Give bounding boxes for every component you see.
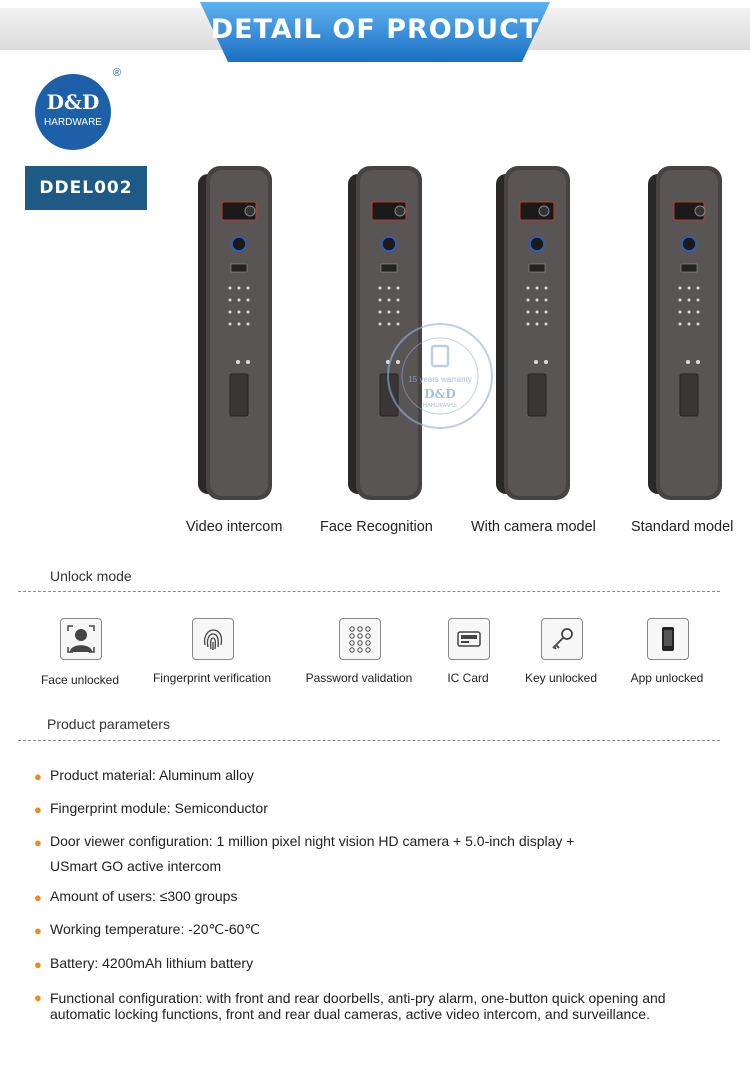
header-ribbon (200, 2, 550, 62)
divider (18, 591, 720, 592)
unlock-mode-label: Face unlocked (40, 673, 120, 687)
param-item: ●Functional configuration: with front an… (34, 990, 666, 1022)
face-icon (60, 618, 102, 660)
unlock-mode-label: App unlocked (630, 671, 704, 685)
unlock-mode-label: Password validation (305, 671, 413, 685)
unlock-mode-heading: Unlock mode (50, 568, 132, 584)
unlock-mode-label: Key unlocked (524, 671, 598, 685)
lock-label: With camera model (471, 519, 596, 535)
lock-image-camera (494, 166, 574, 502)
svg-text:D&D: D&D (424, 387, 456, 401)
watermark-seal: 15 years warranty D&D HARDWARE (387, 323, 493, 429)
model-tag: DDEL002 (25, 166, 147, 210)
page-title: DETAIL OF PRODUCT (210, 14, 540, 45)
card-icon (448, 618, 490, 660)
lock-image-video (196, 166, 276, 502)
lock-label: Standard model (631, 519, 734, 535)
unlock-mode-label: IC Card (447, 671, 489, 685)
svg-text:®: ® (113, 67, 121, 79)
lock-label: Face Recognition (320, 519, 433, 535)
lock-label: Video intercom (186, 519, 283, 535)
unlock-mode-label: Fingerprint verification (152, 671, 272, 685)
svg-text:15 years warranty: 15 years warranty (408, 375, 472, 384)
svg-text:HARDWARE: HARDWARE (44, 117, 102, 128)
header-banner: DETAIL OF PRODUCT (0, 0, 750, 70)
lock-image-face (346, 166, 426, 502)
key-icon (541, 618, 583, 660)
divider (18, 740, 720, 741)
keypad-icon (339, 618, 381, 660)
lock-image-standard (646, 166, 726, 502)
fingerprint-icon (192, 618, 234, 660)
phone-icon (647, 618, 689, 660)
svg-text:D&D: D&D (47, 90, 100, 114)
svg-text:HARDWARE: HARDWARE (423, 403, 458, 409)
brand-logo: D&D HARDWARE ® (33, 66, 125, 158)
parameters-heading: Product parameters (47, 716, 170, 732)
